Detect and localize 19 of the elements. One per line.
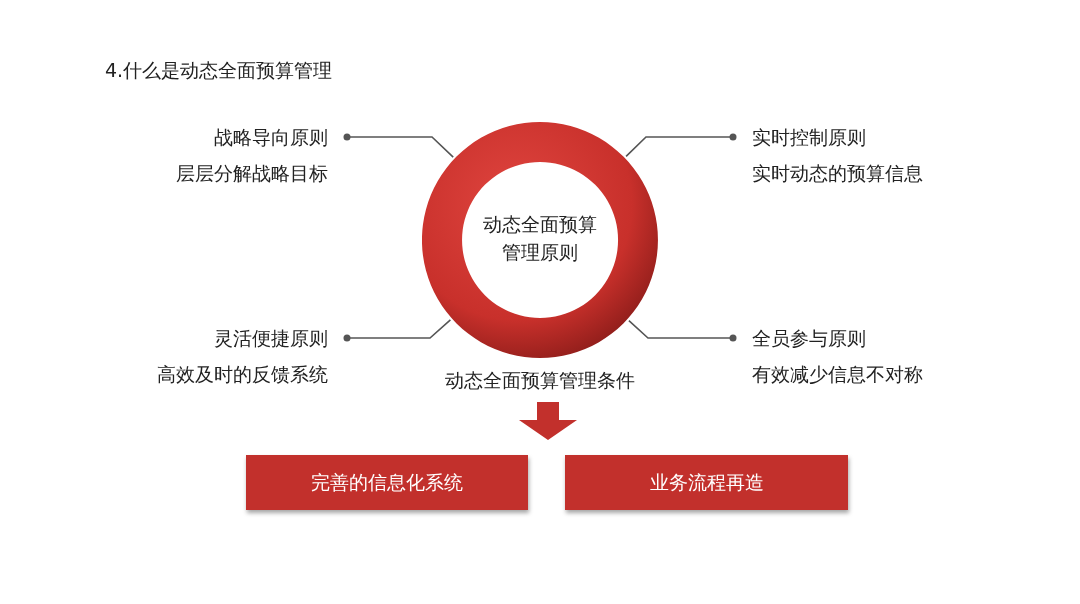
condition-box: 完善的信息化系统 [246, 455, 528, 510]
leader-line [343, 133, 454, 158]
principle-description: 实时动态的预算信息 [752, 161, 924, 186]
principle-heading: 全员参与原则 [752, 326, 867, 351]
ring-diagram [422, 122, 658, 358]
condition-heading: 动态全面预算管理条件 [444, 368, 636, 393]
ring-label: 动态全面预算管理原则 [482, 212, 598, 265]
principle-description: 有效减少信息不对称 [752, 362, 924, 387]
principle-heading: 实时控制原则 [752, 125, 867, 150]
principle-heading: 战略导向原则 [213, 125, 328, 150]
condition-box: 业务流程再造 [565, 455, 848, 510]
title: 4.什么是动态全面预算管理 [105, 58, 333, 83]
leader-line [343, 319, 452, 342]
principle-description: 层层分解战略目标 [175, 161, 328, 186]
block-arrow [519, 402, 577, 440]
leader-line [625, 133, 737, 158]
principle-description: 高效及时的反馈系统 [156, 362, 328, 387]
leader-line [628, 319, 737, 342]
principle-heading: 灵活便捷原则 [213, 326, 328, 351]
